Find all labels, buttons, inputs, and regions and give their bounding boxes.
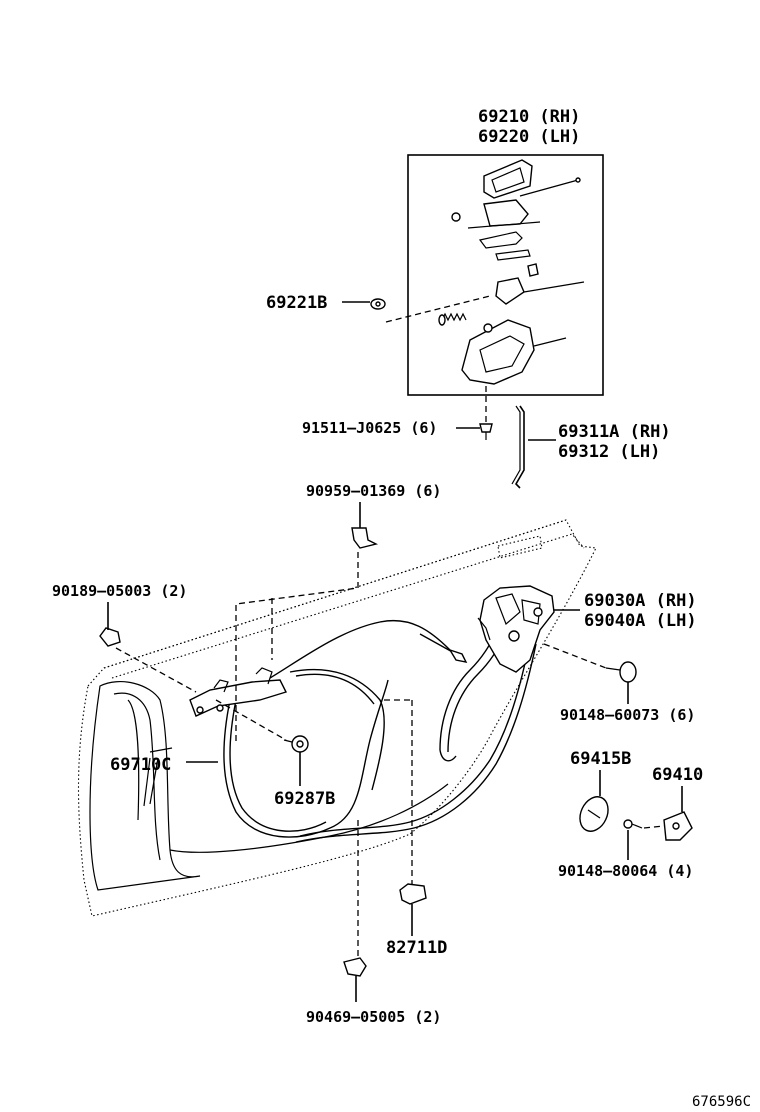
clip-90959-icon[interactable] — [351, 527, 379, 549]
handle-bracket-69710c[interactable] — [189, 667, 287, 717]
label-69415b: 69415B — [570, 749, 631, 769]
screw-90148-60073-icon[interactable] — [605, 661, 637, 683]
screw-69287b-icon[interactable] — [283, 735, 309, 753]
clip-90469-icon[interactable] — [343, 957, 367, 977]
label-90959: 90959–01369 (6) — [306, 482, 441, 500]
cap-69415b-icon[interactable] — [575, 792, 614, 836]
door-trim-panel[interactable] — [77, 519, 597, 917]
label-69220: 69220 (LH) — [478, 127, 580, 147]
inside-handle-assembly[interactable] — [407, 154, 604, 396]
label-90148-80064: 90148–80064 (4) — [558, 862, 693, 880]
label-90469: 90469–05005 (2) — [306, 1008, 441, 1026]
label-69312: 69312 (LH) — [558, 442, 660, 462]
label-69311a: 69311A (RH) — [558, 422, 671, 442]
label-69710c: 69710C — [110, 755, 171, 775]
label-91511: 91511–J0625 (6) — [302, 419, 437, 437]
screw-90148-80064-icon[interactable] — [623, 819, 643, 829]
clip-90189-icon[interactable] — [99, 627, 121, 647]
label-69287b: 69287B — [274, 789, 335, 809]
label-82711d: 82711D — [386, 938, 447, 958]
label-69221b: 69221B — [266, 293, 327, 313]
label-90148-60073: 90148–60073 (6) — [560, 706, 695, 724]
latch-69030a[interactable] — [477, 585, 555, 673]
spring-icon — [438, 312, 467, 326]
striker-69410-icon[interactable] — [663, 811, 693, 841]
label-69030a: 69030A (RH) — [584, 591, 697, 611]
rod-69311a-icon[interactable] — [511, 405, 525, 489]
clip-69221b-icon[interactable] — [370, 298, 386, 310]
cable-routing — [223, 619, 537, 843]
screw-91511-icon[interactable] — [479, 423, 493, 440]
label-69410: 69410 — [652, 765, 703, 785]
label-69210: 69210 (RH) — [478, 107, 580, 127]
label-90189: 90189–05003 (2) — [52, 582, 187, 600]
label-69040a: 69040A (LH) — [584, 611, 697, 631]
clip-82711d-icon[interactable] — [399, 883, 427, 905]
figure-id: 676596C — [692, 1094, 751, 1110]
